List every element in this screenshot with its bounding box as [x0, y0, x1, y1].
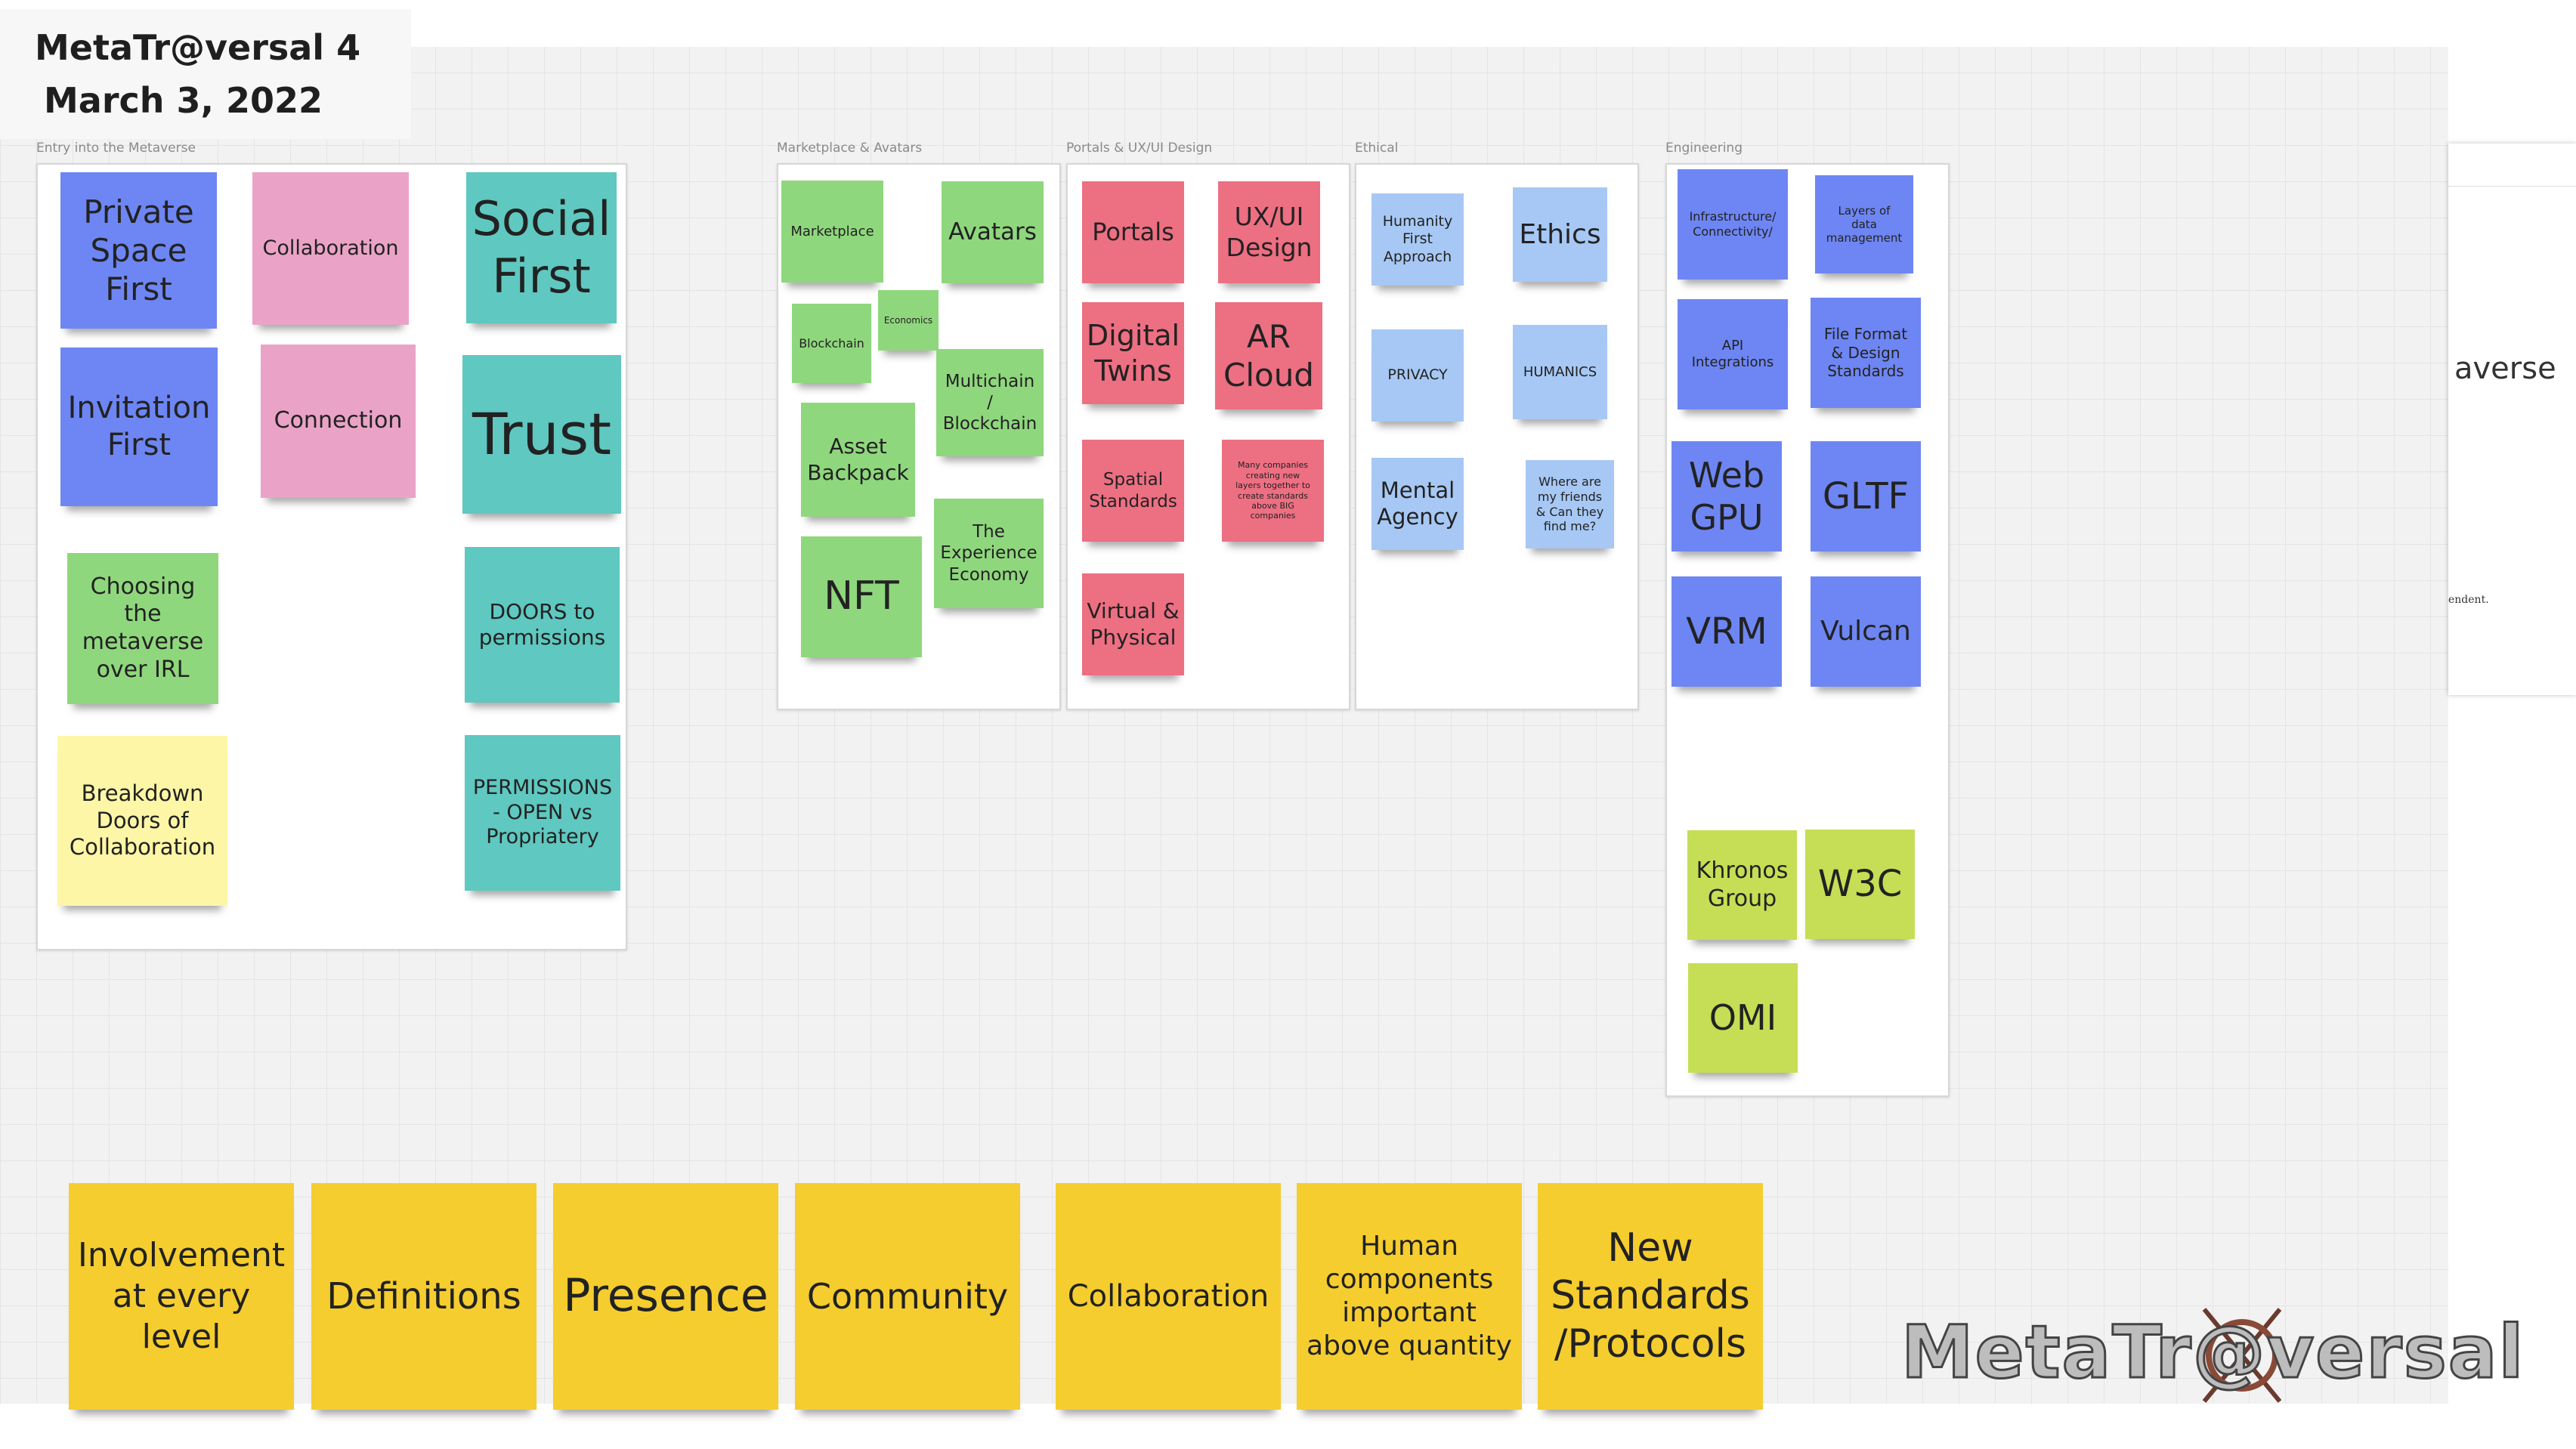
board-date: March 3, 2022 [44, 80, 323, 121]
board-title: MetaTr@versal 4 [35, 27, 361, 68]
sticky-humanics[interactable]: HUMANICS [1513, 325, 1607, 419]
panel-heading-fragment: averse [2454, 351, 2556, 386]
frame-label-engineering: Engineering [1665, 141, 1743, 156]
sticky-infrastructure[interactable]: Infrastructure/ Connectivity/ [1678, 169, 1788, 280]
sticky-marketplace[interactable]: Marketplace [781, 181, 883, 283]
sticky-multichain[interactable]: Multichain / Blockchain [936, 349, 1044, 456]
sticky-collaboration-bottom[interactable]: Collaboration [1056, 1183, 1281, 1410]
sticky-uxui-design[interactable]: UX/UI Design [1218, 181, 1320, 283]
sticky-collaboration[interactable]: Collaboration [252, 172, 409, 325]
sticky-involvement-every-level[interactable]: Involvement at every level [69, 1183, 294, 1410]
sticky-breakdown-doors[interactable]: Breakdown Doors of Collaboration [57, 736, 227, 906]
sticky-omi[interactable]: OMI [1688, 963, 1798, 1073]
frame-label-entry: Entry into the Metaverse [36, 141, 196, 156]
frame-label-portals: Portals & UX/UI Design [1066, 141, 1213, 156]
sticky-invitation-first[interactable]: Invitation First [60, 348, 218, 506]
canvas-bottom-strip [0, 1404, 2448, 1449]
side-document-panel[interactable]: averse endent. [2448, 144, 2576, 695]
sticky-gltf[interactable]: GLTF [1811, 441, 1921, 551]
sticky-definitions[interactable]: Definitions [311, 1183, 537, 1410]
sticky-blockchain[interactable]: Blockchain [792, 304, 871, 383]
sticky-api-integrations[interactable]: API Integrations [1678, 299, 1788, 409]
metatraversal-logo: MetaTr@versal [1900, 1308, 2525, 1403]
sticky-presence[interactable]: Presence [553, 1183, 778, 1410]
sticky-avatars[interactable]: Avatars [942, 181, 1044, 283]
sticky-trust[interactable]: Trust [462, 355, 621, 514]
logo-emblem [2202, 1308, 2282, 1403]
sticky-digital-twins[interactable]: Digital Twins [1082, 302, 1184, 404]
board-title-box[interactable] [0, 9, 411, 139]
sticky-permissions-open[interactable]: PERMISSIONS - OPEN vs Propriatery [465, 735, 620, 891]
sticky-doors-to-permissions[interactable]: DOORS to permissions [465, 547, 620, 703]
sticky-vrm[interactable]: VRM [1671, 576, 1782, 687]
sticky-community[interactable]: Community [795, 1183, 1020, 1410]
sticky-experience-economy[interactable]: The Experience Economy [934, 499, 1044, 608]
frame-label-marketplace: Marketplace & Avatars [777, 141, 923, 156]
sticky-humanity-first[interactable]: Humanity First Approach [1371, 193, 1464, 286]
sticky-where-are-my-friends[interactable]: Where are my friends & Can they find me? [1526, 460, 1614, 548]
sticky-khronos-group[interactable]: Khronos Group [1687, 830, 1797, 940]
sticky-privacy[interactable]: PRIVACY [1371, 329, 1464, 422]
sticky-spatial-standards[interactable]: Spatial Standards [1082, 440, 1184, 542]
sticky-layers-of-data[interactable]: Layers of data management [1815, 175, 1913, 273]
sticky-vulcan[interactable]: Vulcan [1811, 576, 1921, 687]
frame-label-ethical: Ethical [1355, 141, 1399, 156]
sticky-choosing-metaverse[interactable]: Choosing the metaverse over IRL [67, 553, 218, 704]
sticky-webgpu[interactable]: Web GPU [1671, 441, 1782, 551]
panel-divider [2448, 186, 2576, 187]
sticky-file-format-standards[interactable]: File Format & Design Standards [1811, 298, 1921, 408]
sticky-nft[interactable]: NFT [801, 536, 922, 657]
sticky-economics[interactable]: Economics [878, 290, 939, 351]
sticky-connection[interactable]: Connection [261, 344, 416, 498]
sticky-mental-agency[interactable]: Mental Agency [1371, 458, 1464, 550]
panel-footnote-fragment: endent. [2448, 594, 2489, 606]
sticky-portals[interactable]: Portals [1082, 181, 1184, 283]
sticky-new-standards[interactable]: New Standards /Protocols [1538, 1183, 1763, 1410]
sticky-ar-cloud[interactable]: AR Cloud [1215, 302, 1322, 409]
logo-wordmark: MetaTr@versal [1901, 1310, 2525, 1395]
sticky-many-companies[interactable]: Many companies creating new layers toget… [1222, 440, 1324, 542]
sticky-asset-backpack[interactable]: Asset Backpack [801, 403, 915, 517]
sticky-w3c[interactable]: W3C [1805, 830, 1915, 939]
sticky-virtual-physical[interactable]: Virtual & Physical [1082, 573, 1184, 675]
sticky-ethics[interactable]: Ethics [1513, 187, 1607, 282]
sticky-private-space-first[interactable]: Private Space First [60, 172, 217, 329]
sticky-social-first[interactable]: Social First [466, 172, 617, 323]
sticky-human-components[interactable]: Human components important above quantit… [1297, 1183, 1522, 1410]
